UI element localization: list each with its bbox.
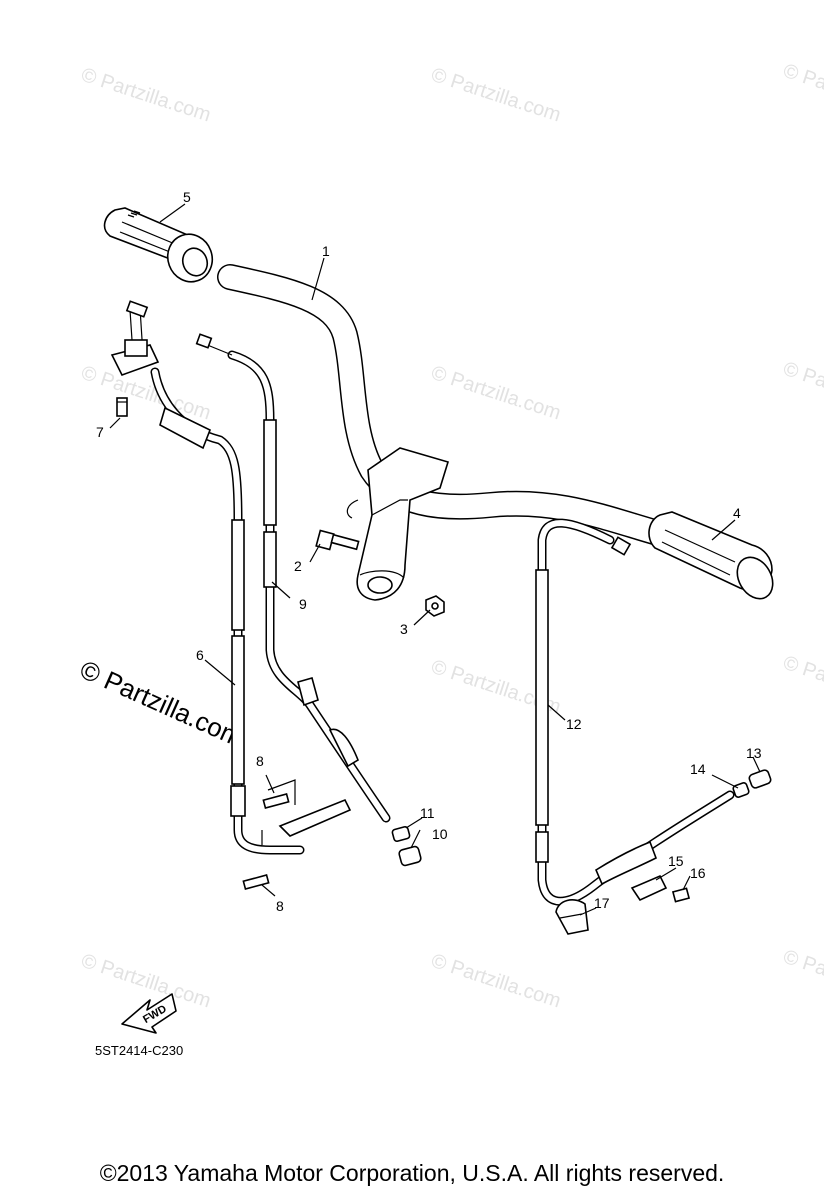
adjuster-nuts <box>391 826 422 867</box>
handlebar <box>217 264 678 548</box>
brake-cable <box>195 333 391 823</box>
watermark: © Partzilla.com <box>780 652 824 715</box>
forward-arrow-icon: FWD <box>121 993 177 1034</box>
diagram-code: 5ST2414-C230 <box>95 1043 183 1058</box>
cable-clamp <box>555 899 589 935</box>
callout-4: 4 <box>733 505 741 521</box>
callout-16: 16 <box>690 865 706 881</box>
watermark: © Partzilla.com <box>428 64 563 127</box>
bracket-screws <box>242 779 352 890</box>
copyright-footer: ©2013 Yamaha Motor Corporation, U.S.A. A… <box>99 1160 725 1186</box>
callout-1: 1 <box>322 243 330 259</box>
watermark: © Partzilla.com <box>78 64 213 127</box>
callout-14: 14 <box>690 761 706 777</box>
callout-13: 13 <box>746 745 762 761</box>
housing-screw <box>116 397 128 417</box>
cable-clip <box>630 874 691 903</box>
callout-labels: 5 1 2 3 4 6 7 8 8 9 10 11 12 13 14 15 16… <box>96 189 762 914</box>
callout-8-upper: 8 <box>256 753 264 769</box>
throttle-grip <box>103 207 214 283</box>
throttle-housing <box>110 300 160 376</box>
watermark: © Partzilla.com <box>780 60 824 123</box>
callout-12: 12 <box>566 716 582 732</box>
clamp-bolt <box>315 529 360 551</box>
callout-2: 2 <box>294 558 302 574</box>
callout-15: 15 <box>668 853 684 869</box>
clamp-nut <box>425 595 445 617</box>
handlebar-clamp <box>346 447 450 601</box>
callout-6: 6 <box>196 647 204 663</box>
callout-9: 9 <box>299 596 307 612</box>
watermark: © Partzilla.com <box>780 358 824 421</box>
cable-end-nuts <box>732 769 772 798</box>
callout-5: 5 <box>183 189 191 205</box>
throttle-cable <box>150 367 305 855</box>
callout-8-lower: 8 <box>276 898 284 914</box>
callout-11: 11 <box>420 805 435 821</box>
left-grip <box>648 511 774 600</box>
watermark: © Partzilla.com <box>78 362 213 425</box>
leader-lines <box>109 203 761 916</box>
rear-brake-cable <box>535 518 735 906</box>
callout-10: 10 <box>432 826 448 842</box>
watermark: © Partzilla.com <box>780 946 824 1009</box>
watermark-large: © Partzilla.com <box>76 654 248 753</box>
watermark: © Partzilla.com <box>428 362 563 425</box>
callout-17: 17 <box>594 895 610 911</box>
callout-7: 7 <box>96 424 104 440</box>
callout-3: 3 <box>400 621 408 637</box>
watermark: © Partzilla.com <box>428 950 563 1013</box>
